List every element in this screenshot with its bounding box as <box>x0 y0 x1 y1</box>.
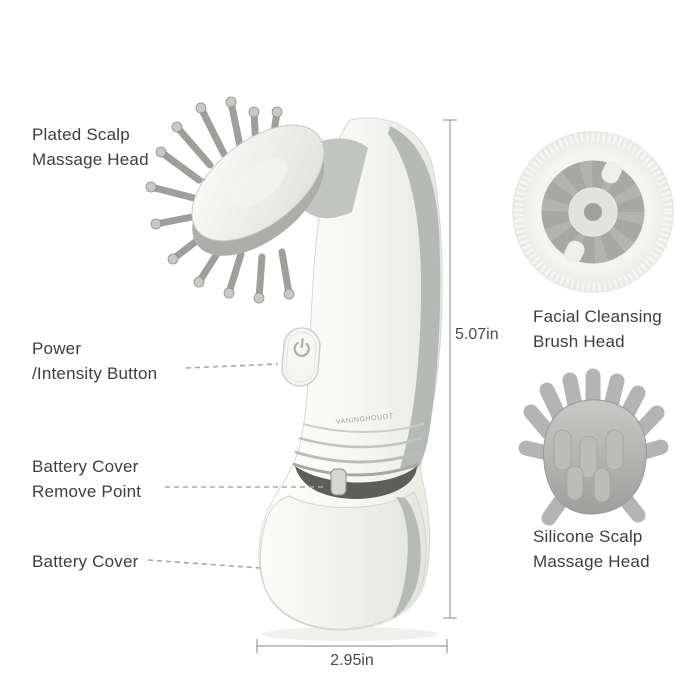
silicone-head-image <box>518 368 669 526</box>
callout-battery-remove-line1: Battery Cover <box>32 457 139 476</box>
leader-line-power-button <box>185 363 279 369</box>
device-side-accent <box>388 126 441 468</box>
massage-pin-tips <box>145 96 295 304</box>
power-icon <box>293 337 310 357</box>
callout-plated-head-line1: Plated Scalp <box>32 125 130 144</box>
silicone-front-fingers <box>553 429 624 503</box>
width-dimension-label: 2.95in <box>330 652 374 669</box>
power-button <box>281 327 321 387</box>
label-silicone-head-line2: Massage Head <box>533 552 650 571</box>
device-shadow <box>262 627 438 641</box>
battery-cover-accent <box>392 497 421 619</box>
battery-cover-part <box>259 491 427 630</box>
height-dimension-line <box>443 119 457 619</box>
callout-plated-head-line2: Massage Head <box>32 150 149 169</box>
width-dimension-line <box>256 639 448 653</box>
callout-battery-remove-line2: Remove Point <box>32 482 142 501</box>
label-facial-brush-line2: Brush Head <box>533 332 625 351</box>
leader-line-plated-head <box>175 166 208 182</box>
battery-latch <box>330 468 347 496</box>
leader-lines <box>147 166 325 569</box>
callout-power-button-line1: Power <box>32 339 82 358</box>
callout-plated-head: Plated Scalp Massage Head <box>32 122 149 172</box>
callout-battery-cover-line1: Battery Cover <box>32 552 139 571</box>
battery-remove-slot <box>295 466 417 499</box>
callout-power-button-line2: /Intensity Button <box>32 364 158 383</box>
label-silicone-head: Silicone Scalp Massage Head <box>533 524 650 574</box>
facial-brush-image <box>512 131 674 293</box>
callout-battery-cover: Battery Cover <box>32 549 139 574</box>
label-facial-brush-line1: Facial Cleansing <box>533 307 662 326</box>
battery-joint-ridges <box>292 423 425 477</box>
height-dimension-label: 5.07in <box>455 326 499 343</box>
label-facial-brush: Facial Cleansing Brush Head <box>533 304 662 354</box>
massage-head-disc <box>191 124 325 256</box>
leader-line-battery-cover <box>147 559 261 569</box>
callout-power-button: Power /Intensity Button <box>32 336 157 386</box>
massager-device: VANINGHOUOT <box>145 96 443 631</box>
callout-battery-remove: Battery Cover Remove Point <box>32 454 141 504</box>
label-silicone-head-line1: Silicone Scalp <box>533 527 643 546</box>
